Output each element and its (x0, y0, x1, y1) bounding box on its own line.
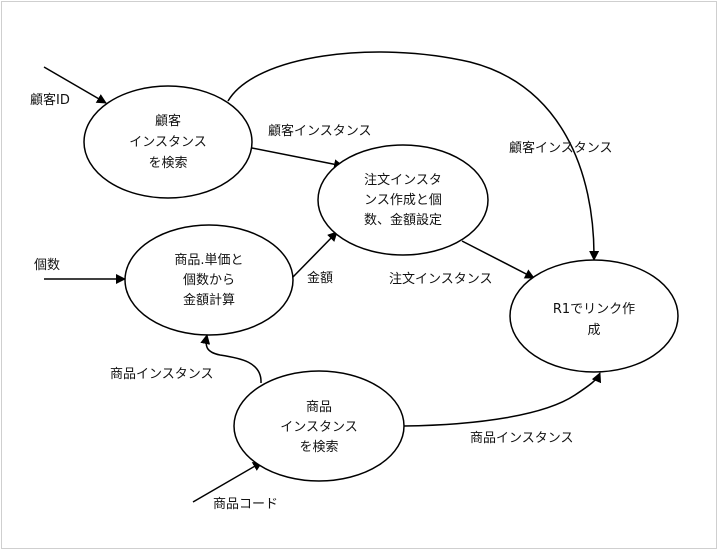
process-product-search (233, 370, 405, 482)
process-amount-calc-line-2: 個数から (183, 273, 235, 288)
label-order-instance: 注文インスタンス (389, 272, 492, 287)
label-customer-instance-to-link: 顧客インスタンス (509, 140, 612, 156)
process-product-search-line-2: インスタンス (280, 420, 357, 435)
process-amount-calc (124, 224, 294, 336)
process-amount-calc-line-3: 金額計算 (183, 292, 235, 308)
flow-product-to-calc-arrow (200, 334, 262, 384)
label-product-instance-to-link: 商品インスタンス (470, 431, 573, 446)
process-order-create-line-2: ンス作成と個 (364, 193, 442, 208)
flow-product-code-arrow (192, 461, 263, 503)
process-link-create (509, 259, 679, 373)
process-order-create-line-1: 注文インスタ (364, 173, 442, 188)
process-product-search-line-1: 商品 (306, 400, 332, 415)
process-order-create-line-3: 数、金額設定 (364, 212, 442, 228)
process-product-search-line-3: を検索 (299, 440, 338, 455)
flow-customer-to-link-arrow (227, 51, 600, 261)
label-product-code: 商品コード (213, 497, 278, 512)
flow-customer-to-order-arrow (251, 147, 344, 170)
label-quantity: 個数 (34, 258, 60, 273)
flow-order-to-link-arrow (461, 240, 535, 279)
flow-customer-id-arrow (43, 66, 107, 104)
flow-amount-arrow (291, 231, 338, 279)
process-link-create-line-1: R1でリンク作 (553, 302, 635, 317)
process-customer-search (83, 85, 253, 199)
label-product-instance-to-calc: 商品インスタンス (110, 367, 213, 382)
label-amount: 金額 (307, 270, 333, 286)
label-customer-id: 顧客ID (30, 92, 70, 108)
process-link-create-line-2: 成 (587, 323, 600, 338)
process-customer-search-line-1: 顧客 (155, 113, 181, 129)
process-customer-search-line-3: を検索 (148, 156, 187, 171)
process-amount-calc-line-1: 商品.単価と (174, 252, 243, 268)
label-customer-instance-to-order: 顧客インスタンス (268, 123, 371, 139)
flow-product-to-link-arrow (403, 372, 602, 427)
process-order-create (317, 144, 489, 256)
process-customer-search-line-2: インスタンス (129, 135, 206, 150)
